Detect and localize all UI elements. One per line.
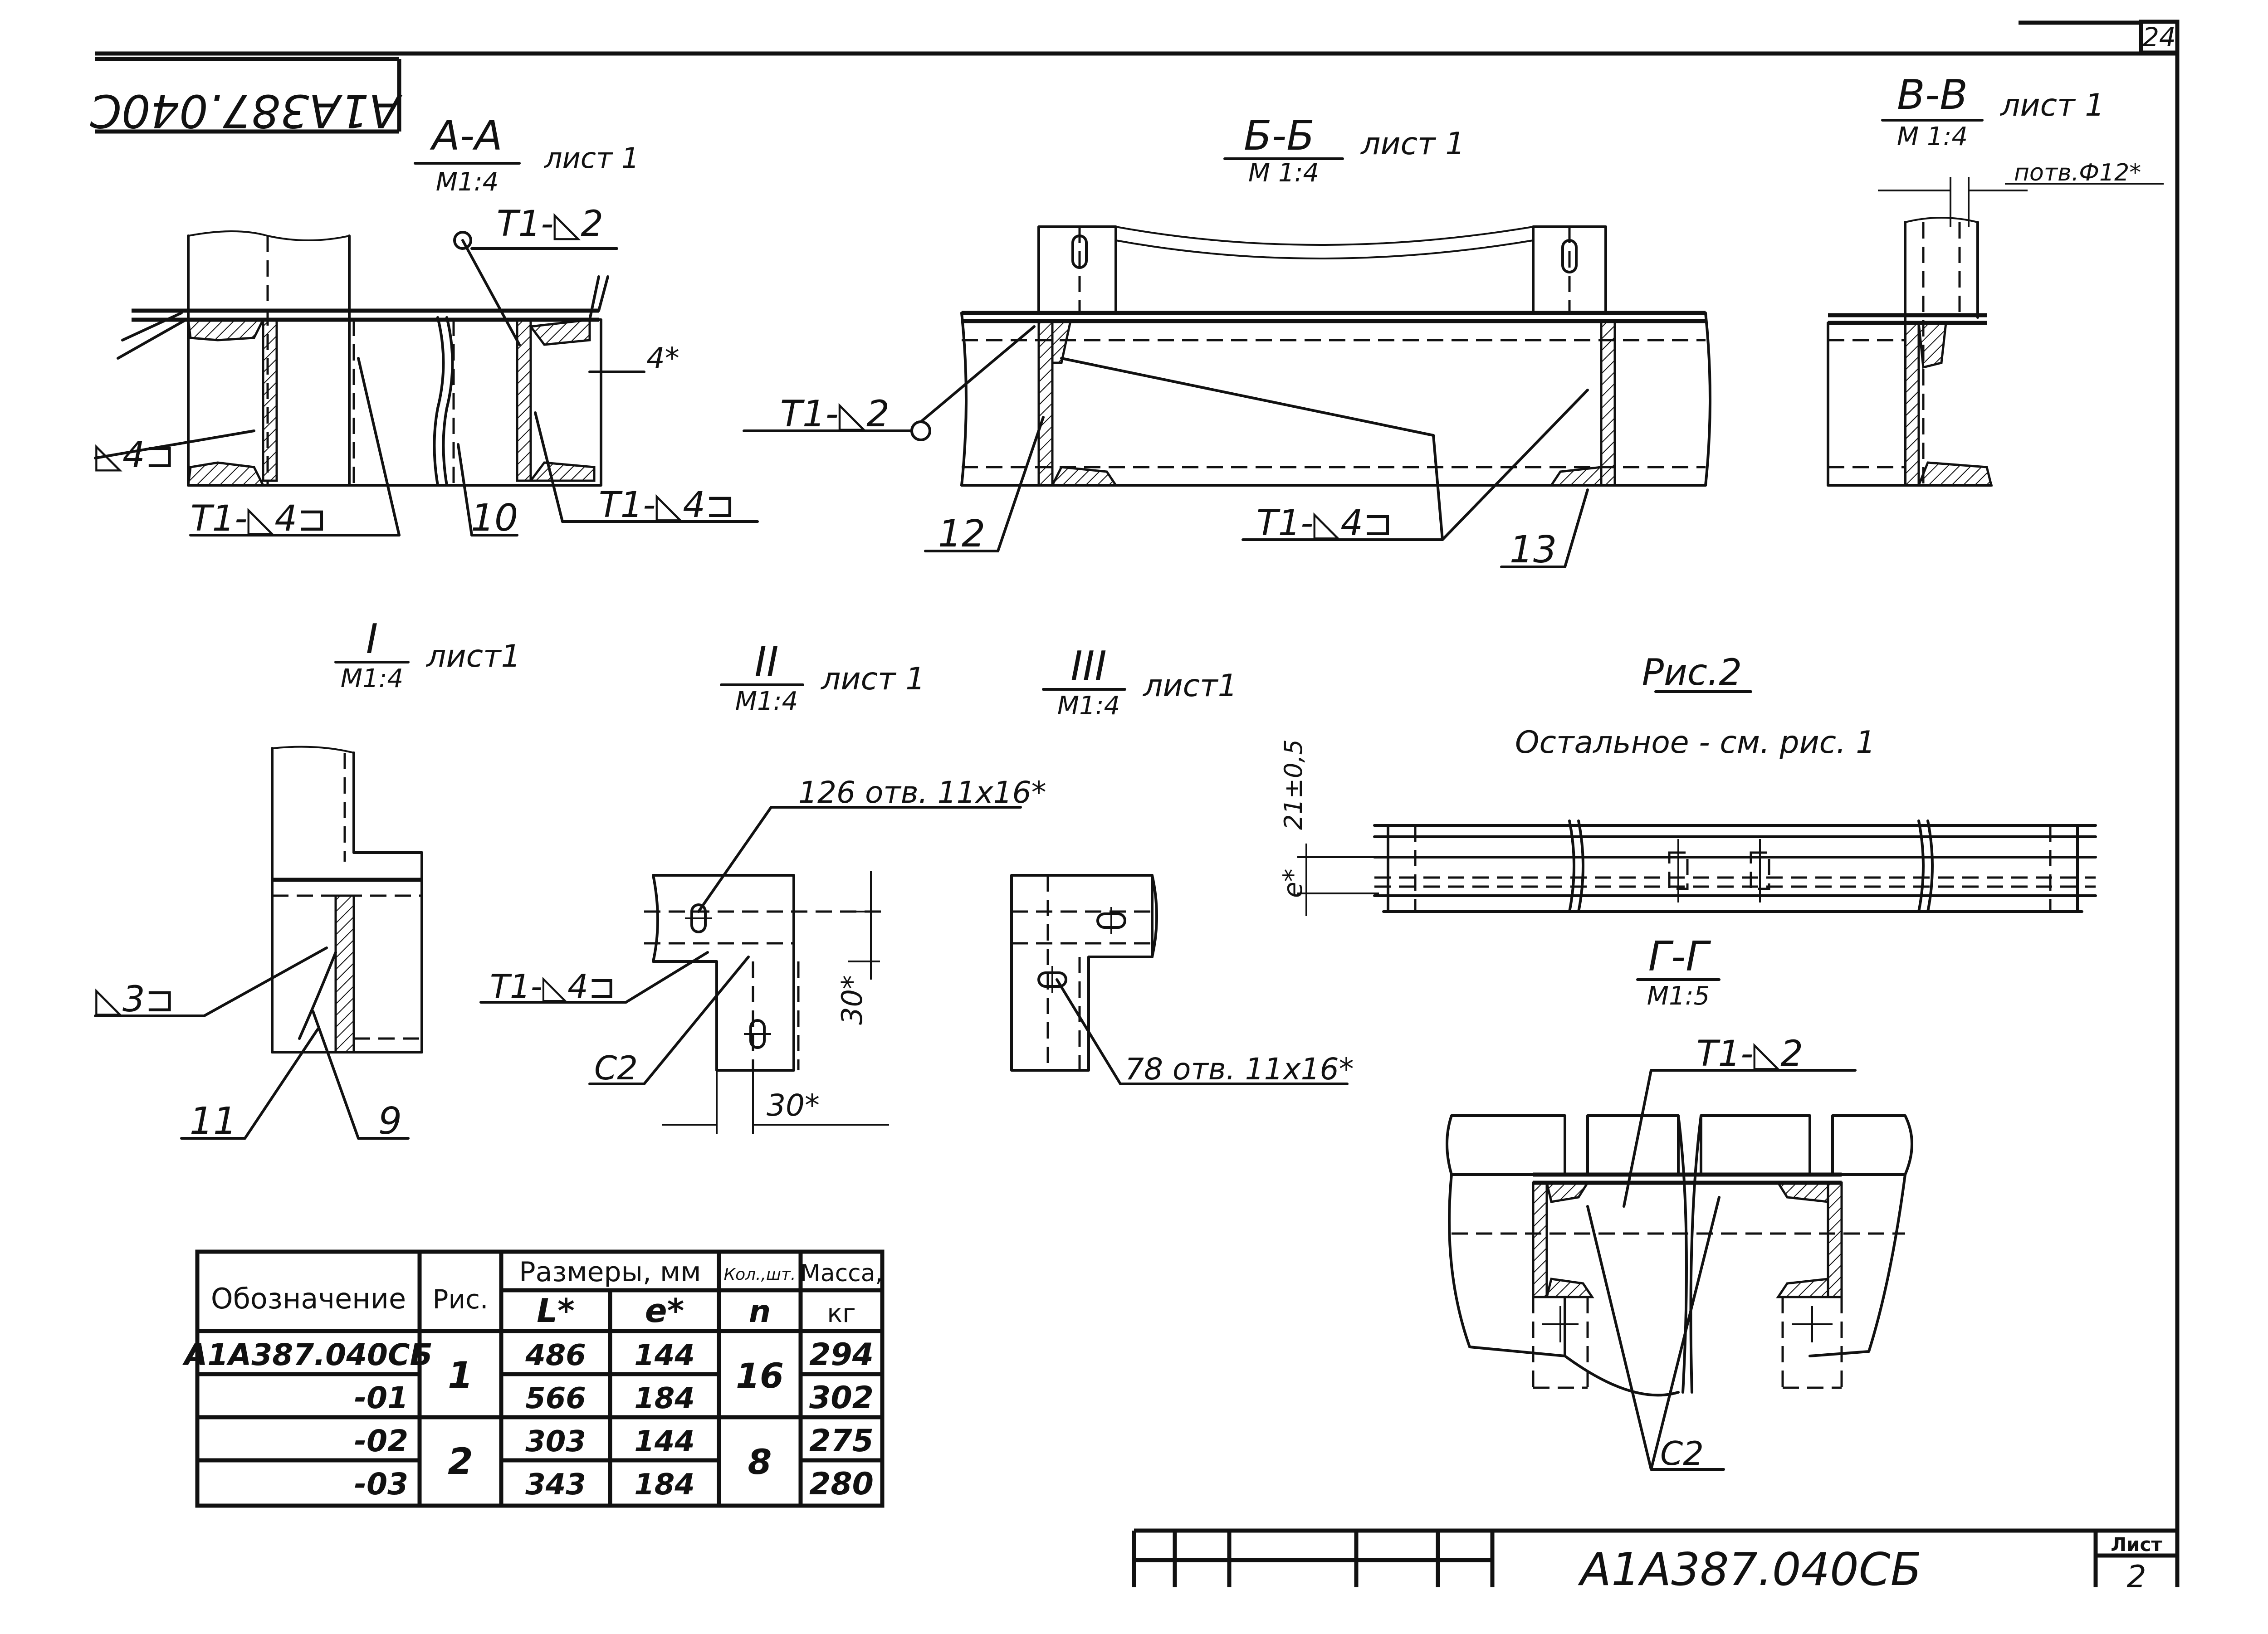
tbl-col-dims: Размеры, мм — [519, 1256, 701, 1288]
aa-weld-left: ◺4⊐ — [95, 435, 175, 476]
ii-holes: 126 отв. 11х16* — [798, 775, 1046, 810]
aa-scale: М1:4 — [436, 167, 499, 197]
tbl-col-designation: Обозначение — [211, 1282, 406, 1315]
doc-code-rotated: А1А387.040С — [90, 84, 403, 137]
tbl-row-1-e: 144 — [634, 1339, 695, 1372]
tbl-sub-n: n — [749, 1294, 771, 1330]
view-iii — [1010, 874, 1349, 1085]
aa-title: А-А — [430, 112, 503, 160]
tbl-row-3-designation: -02 — [354, 1424, 408, 1458]
aa-weld-top: Т1-◺2 — [497, 204, 603, 244]
tbl-row-2-mass: 302 — [809, 1380, 874, 1416]
bb-title: Б-Б — [1244, 112, 1315, 160]
tbl-col-qty: Кол.,шт. — [724, 1265, 796, 1284]
tbl-qty-group-2: 8 — [748, 1442, 772, 1482]
fig2-title: Рис.2 — [1642, 651, 1742, 693]
i-part-9: 9 — [378, 1100, 402, 1143]
fig2-dim-e: е* — [1277, 868, 1308, 898]
fig-2 — [1297, 819, 2097, 916]
bb-sheet-ref: лист 1 — [1360, 126, 1465, 162]
aa-dim-4: 4* — [646, 342, 679, 376]
tbl-row-4-mass: 280 — [809, 1466, 874, 1502]
tbl-qty-group-1: 16 — [736, 1356, 784, 1396]
tbl-row-2-L: 566 — [525, 1382, 586, 1415]
i-sheet-ref: лист1 — [425, 639, 521, 674]
ii-scale: М1:4 — [735, 687, 798, 716]
iii-sheet-ref: лист1 — [1142, 668, 1237, 704]
tbl-fig-group-2: 2 — [448, 1440, 473, 1483]
gg-title: Г-Г — [1648, 933, 1712, 980]
spec-table — [195, 1249, 885, 1508]
i-scale: М1:4 — [341, 664, 403, 693]
tbl-col-fig: Рис. — [433, 1284, 489, 1315]
tbl-row-1-mass: 294 — [809, 1337, 874, 1373]
iii-title: III — [1070, 643, 1107, 690]
tbl-row-3-e: 144 — [634, 1425, 695, 1458]
bb-part-13: 13 — [1510, 528, 1557, 571]
tbl-sub-e: е* — [645, 1292, 684, 1330]
bb-weld-left: Т1-◺2 — [780, 393, 890, 435]
bb-part-12: 12 — [938, 512, 985, 556]
aa-weld-bottom-right: Т1-◺4⊐ — [599, 485, 735, 526]
tbl-row-4-designation: -03 — [354, 1467, 408, 1502]
ii-weld: Т1-◺4⊐ — [490, 967, 616, 1005]
gg-scale: М1:5 — [1647, 981, 1710, 1011]
tbl-row-2-designation: -01 — [354, 1380, 408, 1415]
tbl-row-4-e: 184 — [634, 1468, 695, 1502]
tbl-sub-L: L* — [537, 1292, 575, 1330]
ii-dim-v: 30* — [836, 975, 869, 1025]
ii-dim-h: 30* — [767, 1088, 820, 1123]
ii-sheet-ref: лист 1 — [820, 661, 925, 697]
sheet-corner-number: 24 — [2142, 22, 2176, 53]
aa-sheet-ref: лист 1 — [544, 141, 639, 175]
tbl-row-1-designation: А1А387.040СБ — [182, 1337, 432, 1372]
aa-part-10: 10 — [471, 497, 518, 540]
i-weld: ◺3⊐ — [95, 979, 175, 1020]
sheet-number: 2 — [2126, 1559, 2146, 1595]
view-b-b — [743, 225, 1711, 568]
tbl-row-3-mass: 275 — [809, 1423, 874, 1459]
fig2-dim-v: 21±0,5 — [1279, 739, 1308, 830]
vv-sheet-ref: лист 1 — [1999, 88, 2105, 123]
view-a-a — [94, 230, 759, 537]
tbl-col-mass: Масса, — [800, 1260, 883, 1287]
tbl-row-1-L: 486 — [525, 1339, 586, 1372]
bb-scale: М 1:4 — [1248, 158, 1319, 188]
doc-code-bottom: А1А387.040СБ — [1578, 1543, 1921, 1596]
ii-c2: С2 — [594, 1049, 638, 1087]
sheet-label: Лист — [2111, 1533, 2162, 1556]
i-title: I — [366, 615, 378, 663]
i-part-11: 11 — [190, 1100, 237, 1143]
title-block — [1132, 1528, 2177, 1587]
view-i — [94, 746, 423, 1140]
iii-holes: 78 отв. 11х16* — [1125, 1052, 1354, 1087]
ii-title: II — [754, 638, 778, 686]
fig2-note: Остальное - см. рис. 1 — [1515, 725, 1876, 761]
sheet-frame — [95, 20, 2180, 1587]
tbl-row-4-L: 343 — [525, 1468, 586, 1502]
bb-weld-bottom: Т1-◺4⊐ — [1256, 503, 1393, 544]
vv-scale: М 1:4 — [1897, 122, 1968, 151]
gg-weld: Т1-◺2 — [1696, 1034, 1803, 1074]
view-g-g — [1446, 1069, 1913, 1471]
view-v-v — [1827, 177, 2164, 487]
iii-scale: М1:4 — [1057, 691, 1120, 721]
tbl-row-2-e: 184 — [634, 1382, 695, 1415]
vv-hole: потв.Ф12* — [2014, 159, 2141, 186]
tbl-fig-group-1: 1 — [448, 1354, 473, 1396]
view-ii — [479, 806, 1022, 1134]
gg-c2: С2 — [1660, 1434, 1704, 1473]
tbl-sub-kg: кг — [827, 1299, 855, 1328]
aa-weld-bottom-left: Т1-◺4⊐ — [191, 498, 327, 539]
vv-title: В-В — [1897, 71, 1968, 119]
tbl-row-3-L: 303 — [525, 1425, 586, 1458]
